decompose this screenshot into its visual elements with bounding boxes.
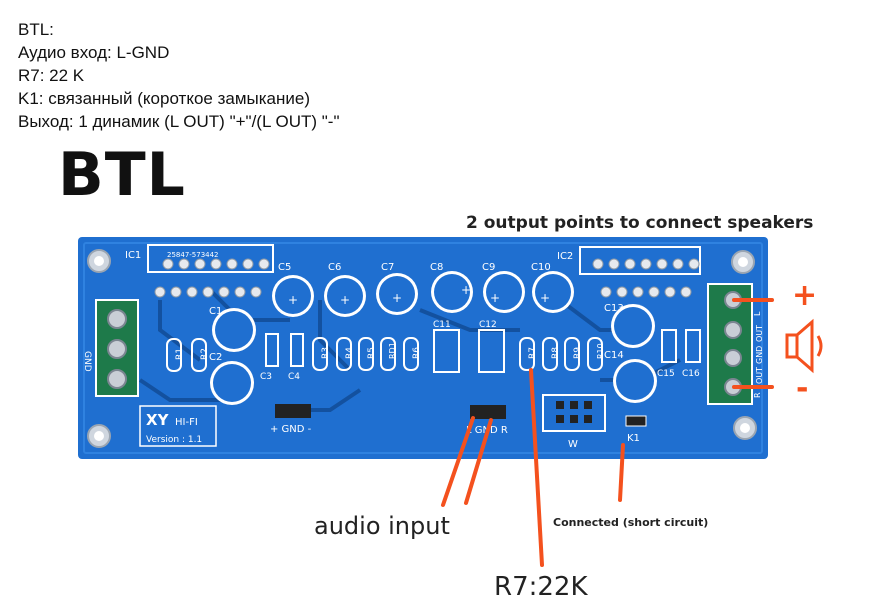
audio-input-caption: audio input — [314, 512, 450, 540]
c4-label: C4 — [288, 372, 300, 382]
ic2-label: IC2 — [557, 251, 573, 262]
c15-label: C15 — [657, 369, 675, 379]
c8-label: C8 — [430, 262, 443, 273]
c3-label: C3 — [260, 372, 272, 382]
version-label: Version : 1.1 — [146, 435, 202, 445]
c7-label: C7 — [381, 262, 394, 273]
r2-label: R2 — [200, 348, 210, 360]
audio-input-pin-header — [470, 405, 506, 419]
speaker-icon — [785, 318, 823, 374]
power-terminal-screws — [107, 309, 127, 389]
info-line-k1: K1: связанный (короткое замыкание) — [18, 89, 310, 108]
out-label-out-bottom: OUT — [755, 367, 764, 384]
r6-label: R6 — [412, 347, 422, 359]
ic2-pins — [592, 258, 700, 298]
r8-label: R8 — [551, 347, 561, 359]
out-label-l: L — [753, 311, 762, 316]
pcb-board — [78, 237, 768, 459]
plus-marker: + — [792, 278, 817, 313]
info-line-audio-input: Аудио вход: L-GND — [18, 43, 170, 62]
film-capacitors — [265, 329, 701, 373]
c16-label: C16 — [682, 369, 700, 379]
r3-label: R3 — [321, 347, 331, 359]
info-line-output: Выход: 1 динамик (L OUT) "+"/(L OUT) "-" — [18, 112, 340, 131]
out-label-gnd: GND — [755, 346, 764, 364]
w-header-outline — [542, 394, 606, 432]
c14-label: C14 — [604, 350, 624, 361]
svg-text:+: + — [340, 293, 350, 307]
r10-label: R10 — [596, 343, 605, 359]
r4-label: R4 — [345, 347, 355, 359]
out-label-r: R — [753, 392, 762, 398]
ic1-outline — [147, 244, 274, 273]
short-circuit-caption: Connected (short circuit) — [553, 516, 709, 529]
r7-caption: R7:22K — [494, 572, 588, 602]
ic1-label: IC1 — [125, 250, 141, 261]
pcb-edge — [83, 242, 763, 454]
k1-jumper — [625, 415, 647, 427]
c1-label: C1 — [209, 306, 222, 317]
w-label: W — [568, 439, 578, 450]
c6-label: C6 — [328, 262, 341, 273]
c11-label: C11 — [433, 320, 451, 330]
c9-label: C9 — [482, 262, 495, 273]
c13-label: C13 — [604, 303, 624, 314]
minus-marker: - — [796, 371, 808, 406]
out-label-out-top: OUT — [755, 325, 764, 342]
rd1-label: RD1 — [388, 342, 397, 359]
power-pin-header — [275, 404, 311, 418]
ic1-pins — [154, 258, 270, 298]
capacitors-top-row: + + + + + + — [272, 271, 574, 317]
info-block: BTL: Аудио вход: L-GND R7: 22 K K1: связ… — [18, 18, 340, 133]
r7-label: R7 — [528, 347, 538, 359]
info-line-r7: R7: 22 K — [18, 66, 85, 85]
svg-text:+: + — [288, 293, 298, 307]
xy-logo: XY — [146, 411, 170, 429]
power-gnd-label: GND — [82, 351, 92, 372]
svg-text:+: + — [461, 283, 471, 297]
btl-heading: BTL — [58, 140, 186, 210]
r5-label: R5 — [367, 347, 377, 359]
power-pins-label: + GND - — [270, 424, 312, 435]
c12-label: C12 — [479, 320, 497, 330]
w-header-pins — [556, 401, 592, 423]
info-line-mode: BTL: — [18, 20, 54, 39]
svg-text:+: + — [392, 291, 402, 305]
r9-label: R9 — [573, 347, 583, 359]
c5-label: C5 — [278, 262, 291, 273]
hifi-label: HI-FI — [175, 417, 198, 428]
ic2-outline — [579, 246, 701, 275]
k1-label: K1 — [627, 433, 640, 444]
ic1-part-number: 25847-573442 — [167, 251, 219, 259]
c10-label: C10 — [531, 262, 551, 273]
annotation-lines — [441, 298, 774, 567]
svg-text:+: + — [540, 291, 550, 305]
r1-label: R1 — [175, 348, 185, 360]
svg-text:+: + — [490, 291, 500, 305]
logo-box — [139, 405, 217, 447]
c2-label: C2 — [209, 352, 222, 363]
speakers-caption: 2 output points to connect speakers — [466, 213, 814, 233]
mounting-holes — [87, 249, 757, 448]
resistor-outlines — [166, 337, 603, 372]
